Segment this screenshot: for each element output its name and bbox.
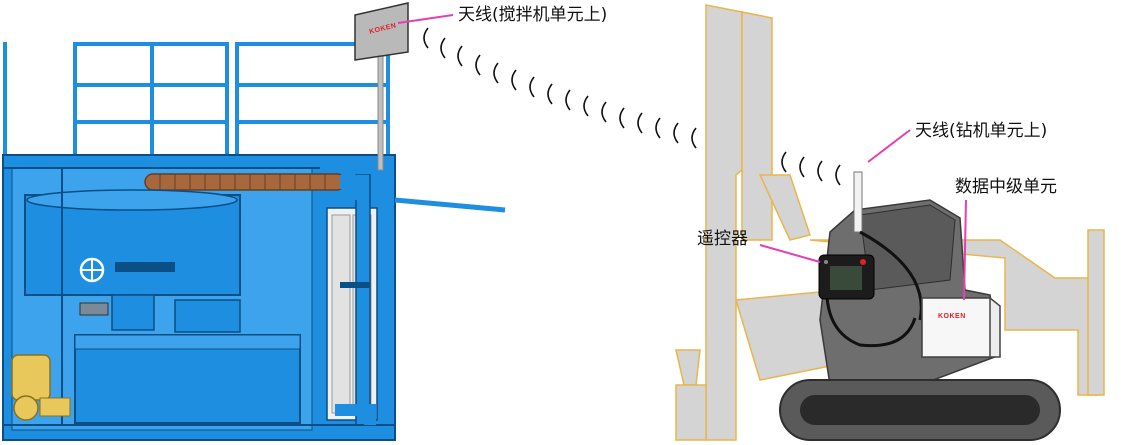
label-antenna-mixer: 天线(搅拌机单元上) [458, 5, 607, 25]
outlet-pipe [394, 197, 506, 213]
label-data-relay-unit: 数据中级单元 [955, 177, 1057, 197]
antenna-icon [354, 2, 409, 61]
vertical-pipe [355, 174, 371, 426]
drill-rig: KOKEN [675, 4, 1105, 441]
drill-antenna [853, 171, 863, 233]
relay-box-brand: KOKEN [938, 313, 966, 320]
crawler-track [779, 379, 1061, 441]
callout-lines [397, 14, 967, 301]
mixer-unit [2, 42, 506, 441]
relay-box-icon: KOKEN [921, 297, 1001, 358]
radio-wave-icon [423, 27, 841, 186]
label-antenna-drill: 天线(钻机单元上) [915, 121, 1047, 141]
lower-tank [74, 334, 301, 424]
label-remote-controller: 遥控器 [697, 229, 748, 249]
mixer-antenna: KOKEN [354, 2, 409, 171]
mixer-railing [3, 42, 390, 155]
yellow-pump [11, 354, 71, 421]
remote-controller-icon [818, 254, 875, 300]
